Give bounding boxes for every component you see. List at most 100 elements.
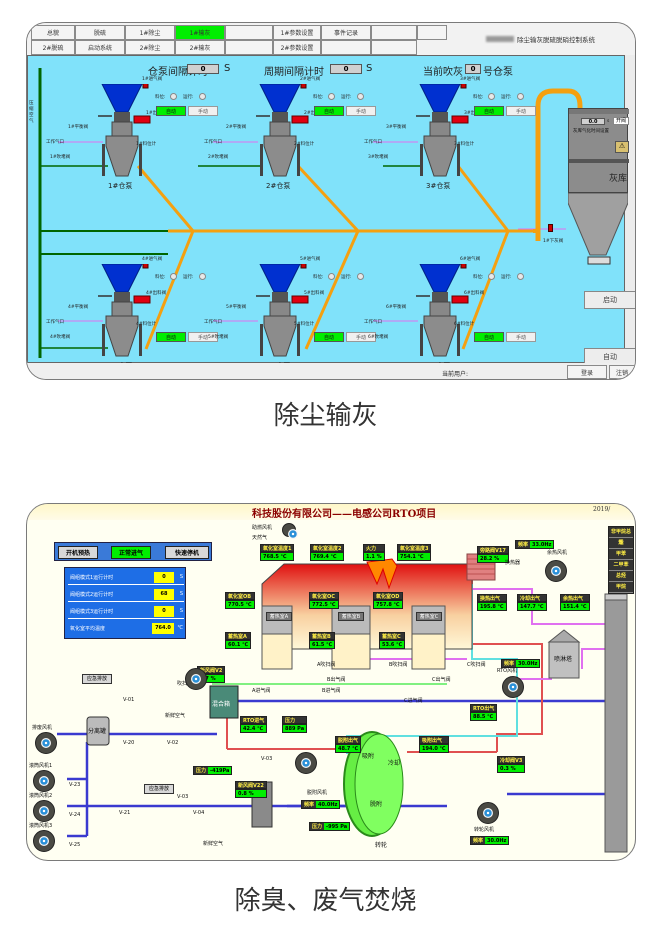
tab-blank-2[interactable] [371,25,417,40]
waste-heat-fan-icon[interactable] [545,560,567,582]
emergency-exhaust-1-button[interactable]: 应急排放 [82,674,112,684]
scrub-fan-1-icon[interactable] [33,770,55,792]
bottom-valve-icon[interactable] [548,224,553,232]
blow-fan-icon[interactable] [185,668,207,690]
status-bar: 当前用户: 登录 注销 [27,363,635,379]
desorb-fan-icon[interactable] [295,752,317,774]
tab-blank-6[interactable] [371,40,417,55]
pump-auto-button[interactable]: 自动 [314,106,344,116]
pump-manual-button[interactable]: 手动 [506,332,536,342]
rotor-cool-label: 冷却 [388,760,401,767]
tab-blank-5[interactable] [321,40,371,55]
wheel-fan-icon[interactable] [477,802,499,824]
mixing-box-label: 混合箱 [212,701,231,708]
tag-value: 194.0 ℃ [419,744,449,753]
run-lamp [517,93,524,100]
tab-ash-2[interactable]: 2#输灰 [175,40,225,55]
pump-name: 3#仓泵 [426,182,451,190]
emergency-exhaust-2-button[interactable]: 应急排放 [144,784,174,794]
inlet-valve-label: 3#进气阀 [460,77,481,82]
fresh-air-label-2: 新鲜空气 [203,841,224,847]
scrub-fan-2-icon[interactable] [33,800,55,822]
tab-overview[interactable]: 总貌 [31,25,75,40]
mode-preheat-button[interactable]: 开机预热 [58,546,98,559]
tag-label: 火力 [363,544,385,552]
separator-label: 分离罐 [88,728,107,735]
lamp1-label: 料位: [473,275,484,280]
blow-valve-label: 1#吹堵阀 [50,155,71,160]
pump-manual-button[interactable]: 手动 [346,332,376,342]
pump-auto-button[interactable]: 自动 [474,332,504,342]
pump-manual-button[interactable]: 手动 [188,106,218,116]
tag-value: 754.1 ℃ [397,552,432,561]
cycle-interval-value: 0 [330,64,362,74]
tab-params-2[interactable]: 2#参数设置 [273,40,321,55]
inlet-valve-label: 4#进气阀 [142,257,163,262]
logout-button[interactable]: 注销 [609,365,635,379]
stack-item: 苯 [609,538,633,549]
natural-gas-label: 天然气 [252,535,268,541]
pump-auto-button[interactable]: 自动 [314,332,344,342]
tab-blank-3[interactable] [417,25,447,40]
tab-ash-1[interactable]: 1#输灰 [175,25,225,40]
inlet-valve-label: 5#进气阀 [300,257,321,262]
tab-params-1[interactable]: 1#参数设置 [273,25,321,40]
flame-icon [366,558,398,590]
caption-rto: 除臭、废气焚烧 [234,886,417,916]
rto-title: 科技股份有限公司——电感公司RTO项目 [252,509,437,520]
mode-selector: 开机预热 正常进气 快速停机 [54,542,212,561]
pump-manual-button[interactable]: 手动 [346,106,376,116]
stack-item: 甲烷 [609,582,633,593]
process-canvas: 仓泵间隔计时 0 S 周期间隔计时 0 S 当前吹灰 0 号仓泵 压缩空气 1#… [27,55,635,370]
dust-conveying-screen: 总貌 脱硫 1#除尘 1#输灰 1#参数设置 事件记录 2#脱硫 启动系统 2#… [26,22,636,380]
pump-name: 1#仓泵 [108,182,133,190]
tab-start-system[interactable]: 启动系统 [75,40,125,55]
pump-auto-button[interactable]: 自动 [474,106,504,116]
mode-normal-button[interactable]: 正常进气 [111,546,151,559]
stack-item: 非甲烷总烃 [609,527,633,546]
tab-event-log[interactable]: 事件记录 [321,25,371,40]
login-button[interactable]: 登录 [567,365,607,379]
exhaust-fan-icon[interactable] [35,732,57,754]
run-lamp [199,273,206,280]
system-title-text: 除尘输灰脱硫脱硝控制系统 [517,36,595,44]
pump-manual-button[interactable]: 手动 [188,332,218,342]
mode-quickstop-button[interactable]: 快速停机 [165,546,209,559]
pump-auto-button[interactable]: 自动 [156,332,186,342]
tab-blank-4[interactable] [225,40,273,55]
tag-label: 换热出气 [477,594,507,602]
balance-valve-label: 1#平衡阀 [68,125,89,130]
tab-desulfur[interactable]: 脱硫 [75,25,125,40]
tab-dust-2[interactable]: 2#除尘 [125,40,175,55]
tab-dust-1[interactable]: 1#除尘 [125,25,175,40]
silo-open-button[interactable]: 开阀 [613,117,629,125]
tag-label: 氧化室温度2 [310,544,345,552]
pump-interval-label: 仓泵间隔计时 [148,67,208,78]
silo-label: 灰库 [609,174,628,184]
tab-blank-1[interactable] [225,25,273,40]
work-air-label: 工作气口 [46,320,64,325]
scrub-fan-3-icon[interactable] [33,830,55,852]
tag-label: 频率 [471,837,486,844]
tag-label: RTO出气 [470,704,498,712]
tag-value: 60.1 ℃ [225,640,252,649]
work-air-label: 工作气口 [46,140,64,145]
tab-desulfur-2[interactable]: 2#脱硫 [31,40,75,55]
pump-manual-button[interactable]: 手动 [506,106,536,116]
balance-valve-label: 6#平衡阀 [386,305,407,310]
tag-label: 压力 [310,823,325,830]
pump-auto-button[interactable]: 自动 [156,106,186,116]
pressure-3-tag: 压力-995 Pa [309,822,351,831]
burner-fan-icon[interactable] [282,523,298,539]
start-button[interactable]: 启动 [584,291,635,309]
chimney [604,593,628,853]
rto-fan-icon[interactable] [502,676,524,698]
balance-valve-label: 3#平衡阀 [386,125,407,130]
